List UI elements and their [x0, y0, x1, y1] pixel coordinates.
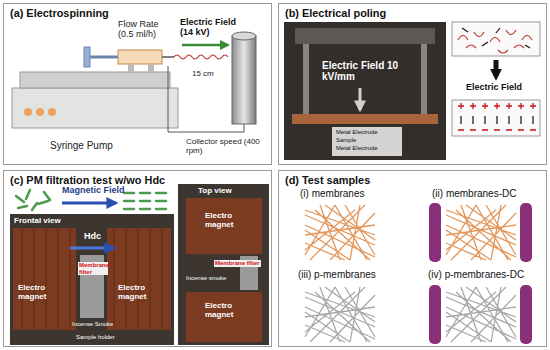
part-label: (iii) p-membranes: [298, 269, 376, 280]
dc-electrode: [429, 203, 441, 262]
part-label: Top view: [198, 187, 232, 196]
part-label: Membrane filter: [78, 262, 108, 275]
part-label: Membrane filter: [214, 260, 261, 267]
part-label: Flow Rate (0.5 ml/h): [118, 20, 176, 40]
random-dipoles: [462, 28, 530, 48]
collector-drum: [232, 36, 256, 124]
plunger-rod: [90, 56, 118, 59]
press-rod: [421, 44, 427, 114]
part-label: Metal Electrode: [336, 145, 378, 152]
dipole-aligned-box: [452, 100, 540, 136]
panel-heading: (d) Test samples: [279, 171, 546, 190]
part-label: Syringe Pump: [50, 140, 113, 151]
plunger-handle: [84, 47, 90, 67]
part-label: (iv) p-membranes-DC: [428, 269, 524, 280]
press-rod: [303, 44, 309, 114]
jet-spiral: [174, 55, 228, 59]
pump-button: [48, 108, 56, 116]
electrode-plate: [292, 114, 438, 124]
dc-electrode: [520, 285, 532, 344]
part-label: Hdc: [84, 232, 101, 242]
dc-electrode: [520, 203, 532, 262]
frontal-photo: [10, 214, 174, 345]
electromagnet: [107, 228, 171, 330]
part-label: Sample: [336, 137, 356, 144]
field-arrow: [182, 44, 228, 47]
part-label: (ii) membranes-DC: [432, 188, 516, 199]
part-label: Frontal view: [14, 217, 61, 226]
syringe-holder: [128, 64, 134, 72]
poling-photo: [284, 22, 446, 160]
electromagnet: [186, 198, 262, 254]
part-label: Electric Field (14 kV): [180, 18, 244, 38]
part-label: Metal Electrode: [336, 129, 378, 136]
part-label: Incense smoke: [186, 275, 226, 282]
electromagnet: [186, 292, 262, 342]
part-label: Incense Smoke: [72, 321, 113, 328]
pump-button: [36, 108, 44, 116]
syringe-barrel: [118, 50, 162, 64]
field-arrow: [62, 202, 116, 205]
wire: [168, 66, 244, 132]
collector-top: [232, 32, 256, 40]
fiber-mesh: [305, 287, 375, 342]
pump-rail: [20, 72, 170, 88]
part-label: Electric Field: [466, 83, 522, 93]
part-label: Electric Field 10 kV/mm: [322, 60, 400, 82]
fiber-mesh: [446, 205, 516, 260]
plus-charges: [458, 103, 536, 109]
electrode-stack: [332, 127, 402, 156]
pump-base: [12, 88, 178, 128]
part-label: Electro magnet: [18, 284, 64, 302]
field-arrow: [359, 88, 362, 110]
part-label: Sample holder: [76, 334, 115, 341]
part-label: 15 cm: [192, 70, 214, 79]
dipole-random-box: [452, 22, 540, 56]
minus-charges: [458, 129, 536, 130]
part-label: (i) membranes: [300, 188, 364, 199]
press-plate: [295, 28, 435, 44]
syringe-pump: [12, 47, 178, 128]
panel-box: (c) PM filtration test w/wo Hdc: [3, 170, 272, 347]
syringe-holder: [148, 64, 154, 72]
panel-heading: (b) Electrical poling: [279, 4, 546, 23]
field-arrow: [494, 60, 499, 76]
random-dipoles: [458, 30, 532, 53]
part-label: Electro magnet: [118, 284, 164, 302]
part-label: Electro magnet: [205, 212, 251, 230]
aligned-dipoles: [461, 116, 533, 124]
field-arrow: [70, 247, 114, 250]
aligned-fibers: [124, 193, 166, 209]
random-fibers: [16, 190, 50, 210]
pump-button: [24, 108, 32, 116]
coil-windings: [22, 228, 162, 330]
part-label: Magnetic Field: [62, 186, 125, 196]
needle: [162, 56, 174, 58]
fiber-mesh: [446, 287, 516, 342]
fiber-mesh: [305, 205, 375, 260]
part-label: Electro magnet: [205, 302, 251, 320]
dc-electrode: [429, 285, 441, 344]
top-view-photo: [178, 184, 269, 345]
part-label: Collector speed (400 rpm): [186, 138, 270, 156]
